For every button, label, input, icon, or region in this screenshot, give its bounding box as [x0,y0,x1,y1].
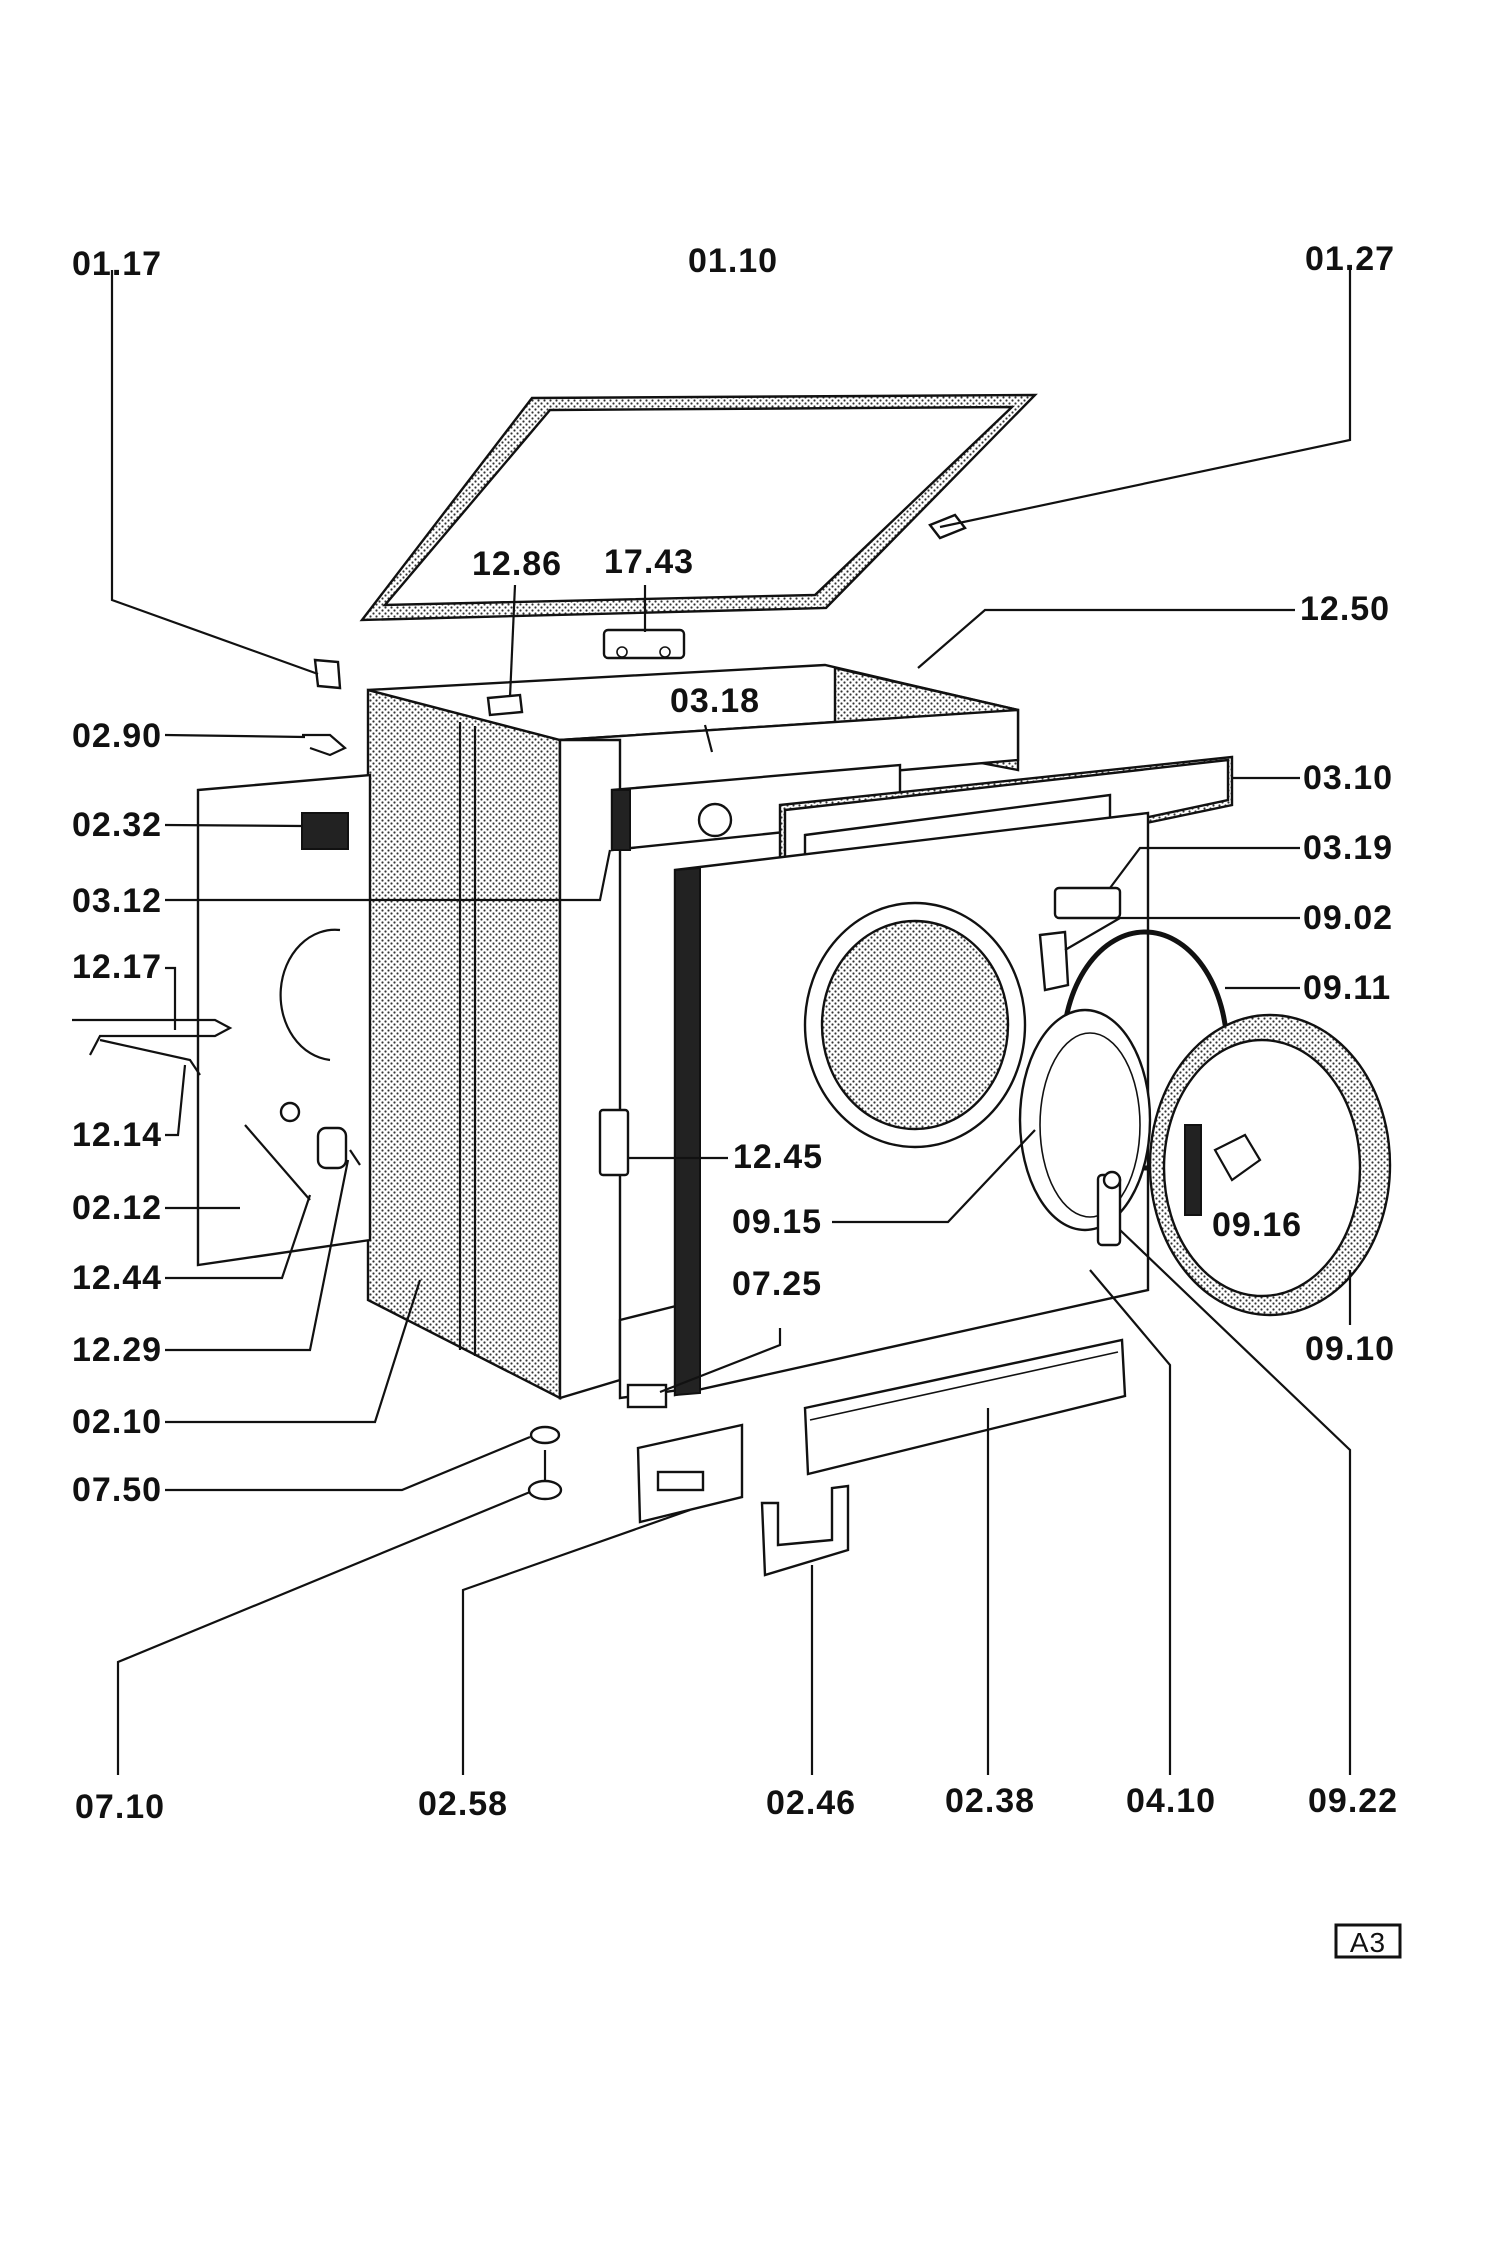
leader-09-22 [1119,1229,1352,1775]
label-12-44: 12.44 [72,1259,162,1297]
leader-03-19 [1109,846,1300,889]
leader-12-86 [508,584,517,698]
part-labels: 01.17 01.10 01.27 12.86 17.43 12.50 02.9… [72,240,1398,1826]
label-09-22: 09.22 [1308,1782,1398,1820]
leader-12-14 [165,1064,187,1137]
label-09-11: 09.11 [1303,969,1391,1007]
label-12-14: 12.14 [72,1116,162,1154]
filter-cover-02-58-part [636,1423,744,1524]
label-02-58: 02.58 [418,1785,508,1823]
page-badge: A3 [1334,1923,1402,1959]
label-12-17: 12.17 [72,948,162,986]
leader-12-29 [165,1159,350,1352]
foot-07-50-part [529,1425,561,1445]
leader-07-50 [165,1435,531,1492]
leader-12-17 [165,966,177,1030]
leader-12-50 [917,608,1295,669]
door-09-10-part [1148,1013,1392,1317]
label-12-29: 12.29 [72,1331,162,1369]
handle-09-16-part [1213,1133,1262,1182]
label-01-10: 01.10 [688,242,778,280]
leader-09-02 [1064,916,1300,951]
door-hook-09-02-part [1038,930,1070,992]
label-12-86: 12.86 [472,545,562,583]
label-01-17: 01.17 [72,245,162,283]
clip-02-90-part [302,733,348,757]
label-17-43: 17.43 [604,543,694,581]
cabinet-side-panel-part [366,688,562,1400]
lock-03-19-part [1053,886,1122,920]
leader-lines [110,270,1352,1775]
label-03-19: 03.19 [1303,829,1393,867]
leader-03-12 [165,849,612,902]
label-09-15: 09.15 [732,1203,822,1241]
leader-02-90 [164,733,306,739]
latch-09-22-part [1096,1170,1122,1247]
inner-ring-09-15-part [1018,1008,1152,1232]
label-09-10: 09.10 [1305,1330,1395,1368]
leader-02-58 [461,1508,691,1775]
leader-04-10 [1089,1269,1172,1775]
leader-09-15 [832,1129,1036,1224]
label-02-32: 02.32 [72,806,162,844]
label-12-50: 12.50 [1300,590,1390,628]
leader-02-10 [165,1279,422,1424]
handle-02-46-part [760,1484,850,1577]
label-04-10: 04.10 [1126,1782,1216,1820]
label-09-02: 09.02 [1303,899,1393,937]
pad-07-25-part [626,1383,668,1409]
label-02-90: 02.90 [72,717,162,755]
label-03-18: 03.18 [670,682,760,720]
label-07-10: 07.10 [75,1788,165,1826]
hinge-17-43-part [602,628,686,660]
label-07-25: 07.25 [732,1265,822,1303]
leader-07-10 [116,1490,531,1775]
bolt-12-44-part [244,1101,311,1201]
heater-element-part [72,1018,233,1076]
label-01-27: 01.27 [1305,240,1395,278]
label-12-45: 12.45 [733,1138,823,1176]
page-badge-label: A3 [1350,1927,1386,1958]
front-panel-04-10-part [673,811,1150,1397]
leader-01-27 [939,270,1352,529]
label-03-10: 03.10 [1303,759,1393,797]
leader-01-17 [110,270,319,676]
label-02-10: 02.10 [72,1403,162,1441]
label-02-38: 02.38 [945,1782,1035,1820]
label-02-12: 02.12 [72,1189,162,1227]
cabinet-body-part [367,663,1020,1400]
control-panel-03-12-part [610,763,902,852]
leader-02-32 [164,823,303,828]
label-02-46: 02.46 [766,1784,856,1822]
clip-12-86-part [486,693,524,717]
hinge-12-45-part [598,1108,630,1177]
leader-07-25 [659,1328,782,1394]
label-03-12: 03.12 [72,882,162,920]
label-09-16: 09.16 [1212,1206,1302,1244]
bolt-12-29-part [316,1126,361,1170]
box-02-32-part [301,812,349,850]
foot-07-10-part [527,1450,563,1501]
bracket-01-17-part [313,658,342,690]
top-lid-part [359,393,1038,622]
leader-03-18 [703,724,714,753]
kickplate-02-38-part [803,1338,1127,1476]
label-07-50: 07.50 [72,1471,162,1509]
leader-12-44 [165,1194,312,1280]
